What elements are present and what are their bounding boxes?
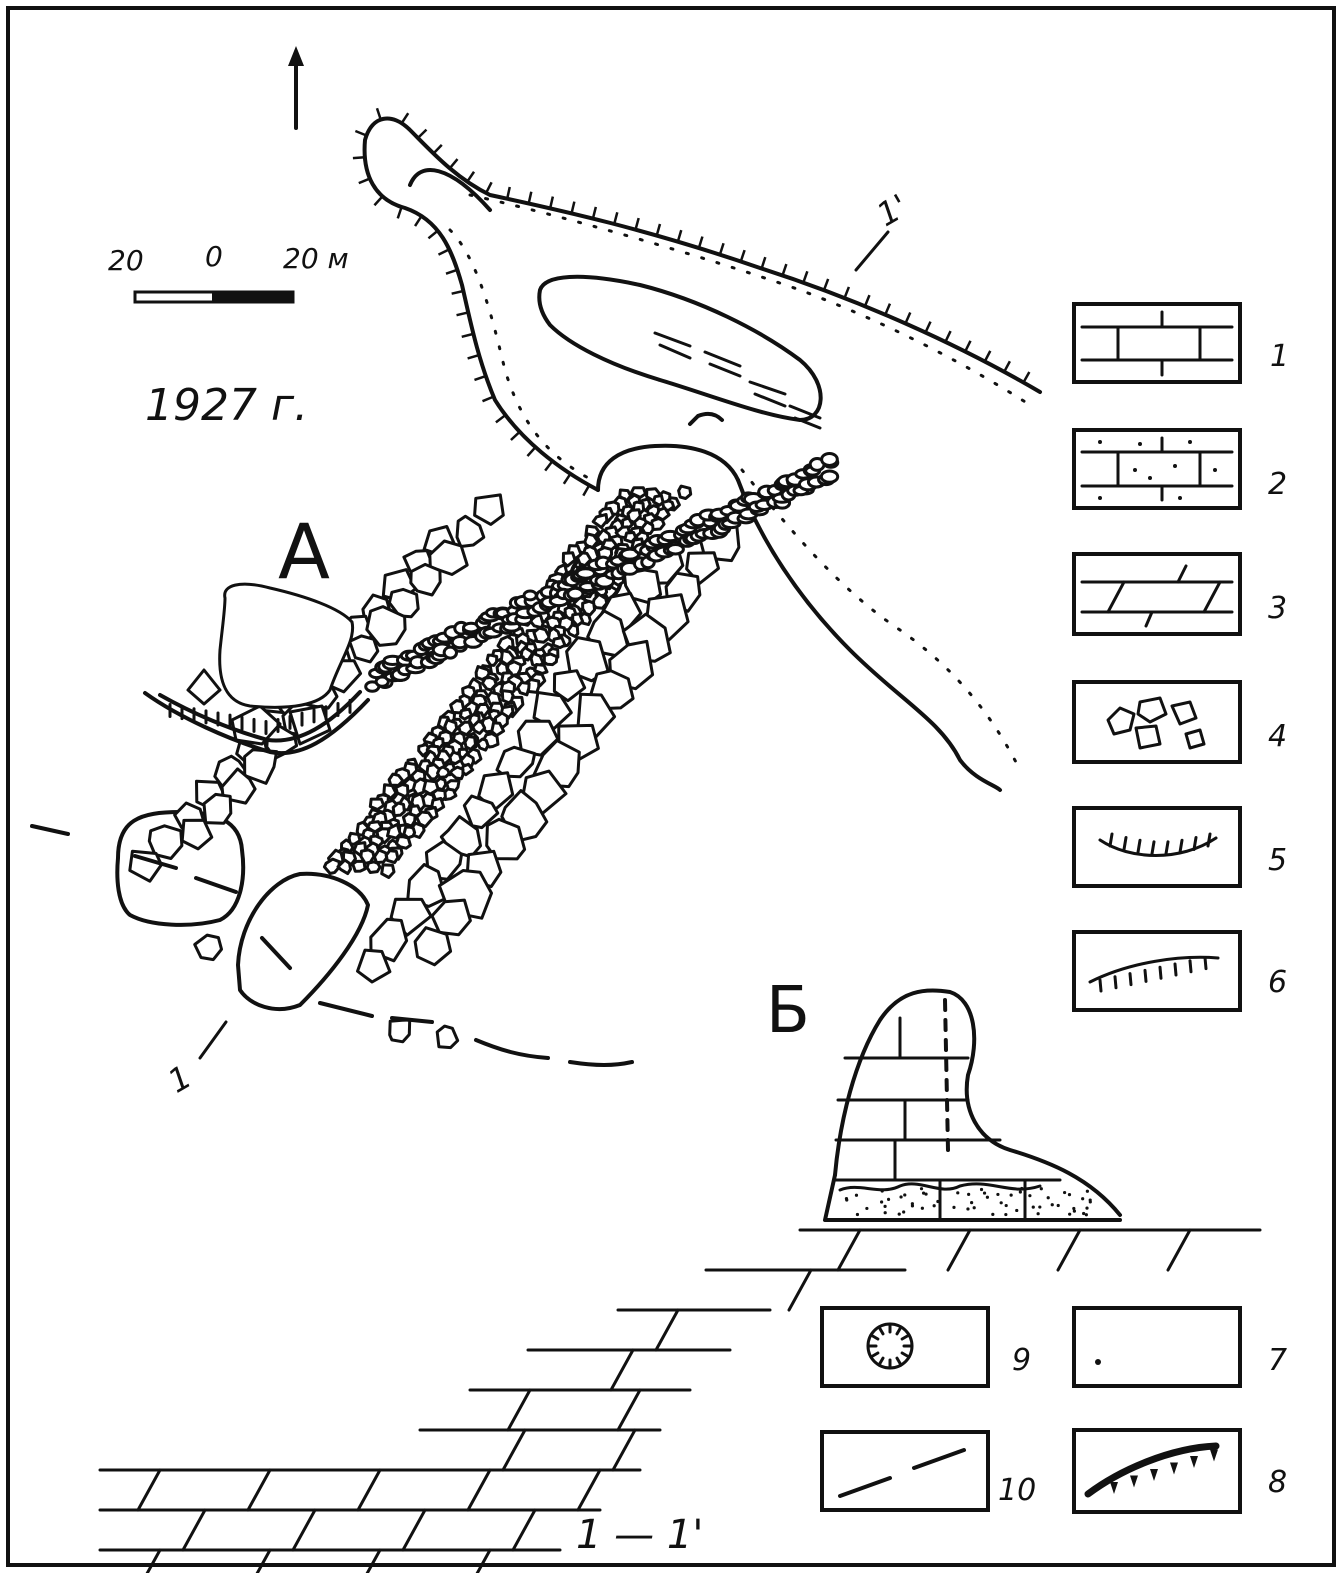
figure-frame <box>6 6 1336 1567</box>
panel-b-label: Б <box>766 974 810 1048</box>
legend-label-6: 6 <box>1268 965 1287 1000</box>
legend-label-4: 4 <box>1268 719 1287 754</box>
north-arrow-icon <box>288 46 304 130</box>
section-end-label: 1' <box>870 187 914 234</box>
legend-label-7: 7 <box>1268 1343 1287 1378</box>
legend-label-3: 3 <box>1268 591 1287 626</box>
scarp-hachures <box>352 107 1031 497</box>
boulder-field <box>128 484 741 1050</box>
scale-label-left: 20 <box>108 244 144 277</box>
legend-label-5: 5 <box>1268 843 1287 878</box>
legend-item-10: 10 <box>820 1430 1036 1512</box>
legend-item-9: 9 <box>820 1306 1031 1388</box>
slanted-brick-icon <box>1080 564 1234 628</box>
legend-item-7: 7 <box>1072 1306 1287 1388</box>
legend-item-8: 8 <box>1072 1428 1287 1514</box>
legend-item-3: 3 <box>1072 552 1287 636</box>
legend-item-6: 6 <box>1072 930 1287 1012</box>
legend-label-10: 10 <box>998 1473 1036 1508</box>
legend-item-5: 5 <box>1072 806 1287 888</box>
legend-item-4: 4 <box>1072 680 1287 764</box>
scarp-concave-icon <box>1098 832 1218 857</box>
scale-bar: 20 0 20 м <box>108 240 349 304</box>
year-label: 1927 г. <box>145 380 308 431</box>
legend-label-8: 8 <box>1268 1465 1287 1500</box>
limestone-brick-icon <box>1080 310 1234 377</box>
legend: 1 2 3 <box>820 302 1289 1514</box>
legend-label-1: 1 <box>1270 339 1289 374</box>
scarp-bold-icon <box>1084 1442 1220 1498</box>
funnel-icon <box>866 1322 914 1370</box>
dot-icon <box>1095 1359 1101 1365</box>
section-start-label: 1 <box>161 1057 198 1100</box>
panel-a-label: А <box>278 507 330 596</box>
section-view: 1 — 1' <box>98 451 1262 1573</box>
legend-label-9: 9 <box>1012 1343 1031 1378</box>
dashed-line-icon <box>838 1448 966 1498</box>
boulders-icon <box>1106 696 1206 750</box>
scale-label-right: 20 м <box>283 242 349 275</box>
legend-label-2: 2 <box>1268 467 1287 502</box>
sandy-limestone-icon <box>1080 436 1234 502</box>
section-caption: 1 — 1' <box>576 1512 703 1558</box>
legend-item-2: 2 <box>1072 428 1287 510</box>
scale-label-zero: 0 <box>205 240 223 273</box>
legend-item-1: 1 <box>1072 302 1289 384</box>
scarp-convex-icon <box>1088 955 1220 993</box>
